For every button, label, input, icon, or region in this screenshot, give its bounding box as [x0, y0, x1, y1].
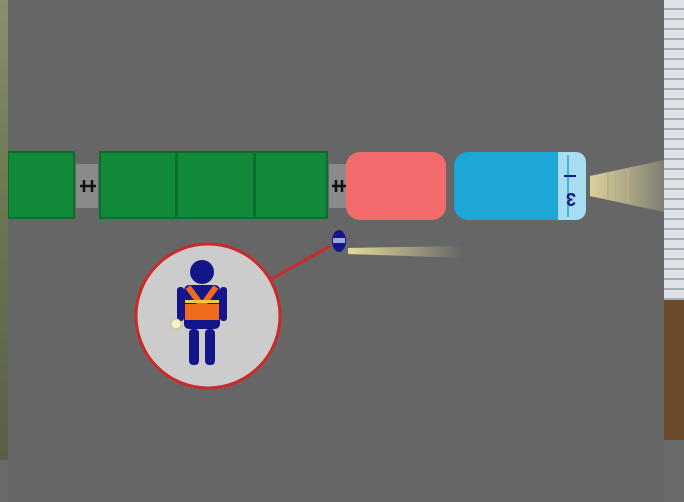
callout-line — [266, 246, 330, 282]
locomotive: 3 — [454, 152, 586, 220]
lantern-beam — [348, 246, 463, 258]
tank-car — [346, 152, 446, 220]
diagram-canvas: 3 — [8, 0, 664, 502]
freight-car-3 — [177, 152, 254, 218]
train-diagram: 3 — [8, 0, 664, 502]
background-photo-right-lower — [664, 300, 684, 440]
lantern-icon — [171, 319, 181, 329]
freight-car-4 — [255, 152, 327, 218]
worker-marker — [332, 230, 346, 252]
coupler-icon — [76, 164, 98, 208]
locomotive-number: 3 — [566, 189, 576, 209]
freight-car-2 — [100, 152, 176, 218]
freight-car-1 — [8, 152, 74, 218]
